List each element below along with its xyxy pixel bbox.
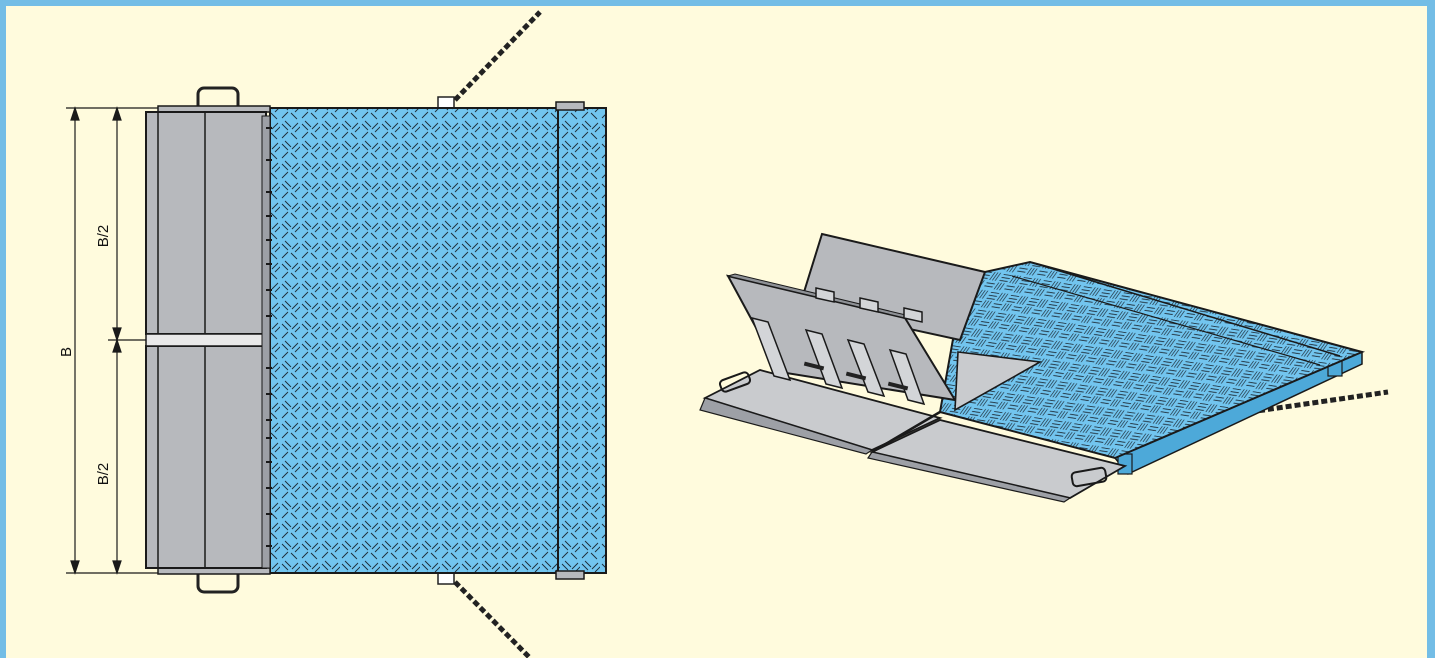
bottom-chain	[453, 580, 532, 658]
drawing-area: B B/2 B/2	[6, 6, 1427, 658]
top-chain	[453, 10, 542, 102]
front-edge-strip	[557, 107, 607, 574]
checker-plate	[269, 107, 607, 574]
top-view	[145, 10, 607, 658]
hinge-slots	[803, 361, 909, 391]
perspective-handle-left	[718, 371, 752, 393]
perspective-view	[699, 232, 1389, 503]
side-wedge	[954, 351, 1043, 412]
hinge-ticks	[266, 127, 272, 547]
dimension-lines	[66, 106, 158, 575]
dimension-label-b2-lower: B/2	[95, 463, 112, 486]
lip-upper-flap	[145, 111, 267, 335]
hinge-brackets	[750, 287, 926, 406]
dock-leveller-drawing: B B/2 B/2	[58, 10, 1389, 658]
lip-split-joint	[145, 333, 271, 347]
perspective-chain	[1249, 389, 1389, 415]
dimension-label-b2-upper: B/2	[95, 225, 112, 248]
dimension-label-b: B	[58, 347, 75, 357]
front-edge-cap-bottom	[555, 570, 585, 580]
hinge-knuckle-strip	[261, 115, 271, 569]
front-edge-cap-top	[555, 101, 585, 111]
perspective-handle-right	[1070, 466, 1108, 488]
lip-lower-flap	[145, 345, 267, 569]
